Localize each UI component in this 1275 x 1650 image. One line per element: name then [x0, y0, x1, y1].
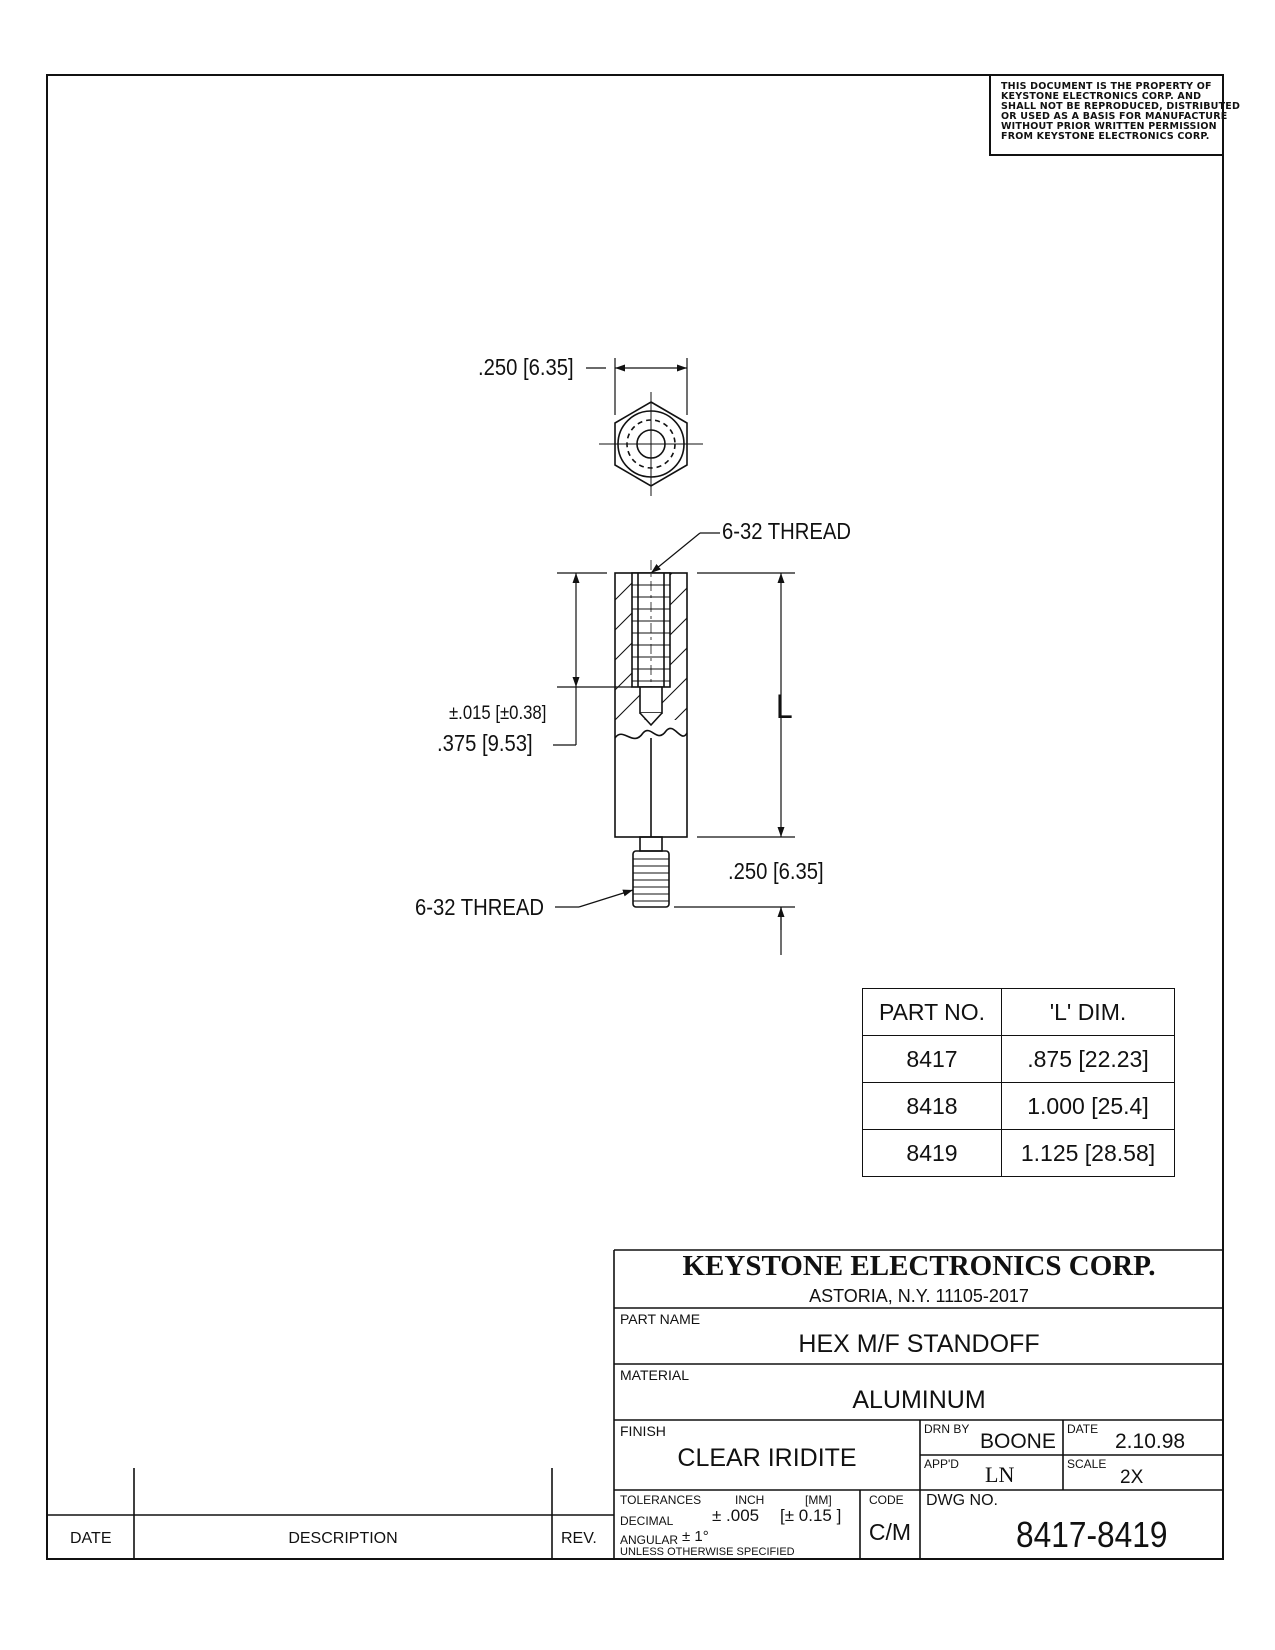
- drawing-number-label: DWG NO.: [926, 1492, 998, 1509]
- bottom-thread-callout: 6-32 THREAD: [415, 894, 544, 920]
- angular-tolerance: ± 1°: [682, 1528, 709, 1545]
- notice-line: THIS DOCUMENT IS THE PROPERTY OF: [1001, 81, 1212, 92]
- scale-label: SCALE: [1067, 1457, 1107, 1471]
- l-dim-cell: 1.125 [28.58]: [1001, 1129, 1175, 1177]
- drawn-by: BOONE: [980, 1430, 1056, 1453]
- decimal-mm-tolerance: [± 0.15 ]: [780, 1506, 842, 1525]
- l-dim-cell: .875 [22.23]: [1001, 1035, 1175, 1083]
- table-header: 'L' DIM.: [1001, 988, 1175, 1036]
- top-thread-callout: 6-32 THREAD: [722, 518, 851, 544]
- unless-specified-note: UNLESS OTHERWISE SPECIFIED: [620, 1546, 795, 1558]
- property-notice: THIS DOCUMENT IS THE PROPERTY OF KEYSTON…: [989, 74, 1241, 156]
- l-dim-cell: 1.000 [25.4]: [1001, 1082, 1175, 1130]
- table-header-row: PART NO. 'L' DIM.: [862, 988, 1175, 1036]
- drawing-date: 2.10.98: [1115, 1430, 1186, 1453]
- notice-line: OR USED AS A BASIS FOR MANUFACTURE: [1001, 111, 1228, 122]
- decimal-inch-tolerance: ± .005: [712, 1506, 760, 1525]
- company-name: KEYSTONE ELECTRONICS CORP.: [682, 1250, 1156, 1282]
- revision-date-label: DATE: [70, 1530, 112, 1547]
- finish: CLEAR IRIDITE: [677, 1444, 857, 1472]
- scale: 2X: [1120, 1467, 1144, 1488]
- table-row: 8418 1.000 [25.4]: [862, 1082, 1175, 1130]
- bore-depth-dimension: .375 [9.53]: [437, 730, 533, 756]
- code-value: C/M: [868, 1519, 912, 1545]
- table-header: PART NO.: [862, 988, 1002, 1036]
- approved-label: APP'D: [924, 1457, 959, 1471]
- standoff-side-view: [614, 560, 688, 908]
- table-row: 8417 .875 [22.23]: [862, 1035, 1175, 1083]
- finish-label: FINISH: [620, 1423, 666, 1439]
- company-address: ASTORIA, N.Y. 11105-2017: [809, 1286, 1029, 1306]
- drawn-by-label: DRN BY: [924, 1422, 970, 1436]
- material-label: MATERIAL: [620, 1367, 689, 1383]
- part-name: HEX M/F STANDOFF: [798, 1330, 1040, 1358]
- depth-tolerance: ±.015 [±0.38]: [449, 703, 547, 724]
- date-label: DATE: [1067, 1422, 1099, 1436]
- part-dimension-table: PART NO. 'L' DIM. 8417 .875 [22.23] 8418…: [862, 988, 1175, 1177]
- stud-length-dimension: .250 [6.35]: [728, 858, 824, 884]
- approved-by: LN: [985, 1462, 1015, 1487]
- drawing-border: [46, 74, 1224, 1560]
- angular-label: ANGULAR: [620, 1533, 679, 1547]
- inch-label: INCH: [735, 1493, 765, 1507]
- hex-top-view: [586, 358, 703, 496]
- dimension-lines: [553, 532, 795, 955]
- title-block-lines: [46, 1249, 1224, 1560]
- notice-line: KEYSTONE ELECTRONICS CORP. AND: [1001, 91, 1202, 102]
- table-row: 8419 1.125 [28.58]: [862, 1129, 1175, 1177]
- part-name-label: PART NAME: [620, 1311, 701, 1327]
- mm-label: [MM]: [805, 1493, 832, 1507]
- notice-line: FROM KEYSTONE ELECTRONICS CORP.: [1001, 131, 1210, 142]
- length-label: L: [776, 688, 793, 726]
- revision-label: REV.: [561, 1530, 597, 1547]
- code-label: CODE: [869, 1493, 904, 1507]
- material: ALUMINUM: [852, 1386, 986, 1414]
- hex-width-dimension: .250 [6.35]: [478, 354, 574, 380]
- decimal-label: DECIMAL: [620, 1514, 674, 1528]
- drawing-number: 8417-8419: [1016, 1514, 1168, 1555]
- part-number-cell: 8418: [862, 1082, 1002, 1130]
- revision-description-label: DESCRIPTION: [288, 1530, 398, 1547]
- part-number-cell: 8417: [862, 1035, 1002, 1083]
- notice-line: SHALL NOT BE REPRODUCED, DISTRIBUTED: [1001, 101, 1241, 112]
- notice-line: WITHOUT PRIOR WRITTEN PERMISSION: [1001, 121, 1217, 132]
- tolerances-label: TOLERANCES: [620, 1493, 702, 1507]
- part-number-cell: 8419: [862, 1129, 1002, 1177]
